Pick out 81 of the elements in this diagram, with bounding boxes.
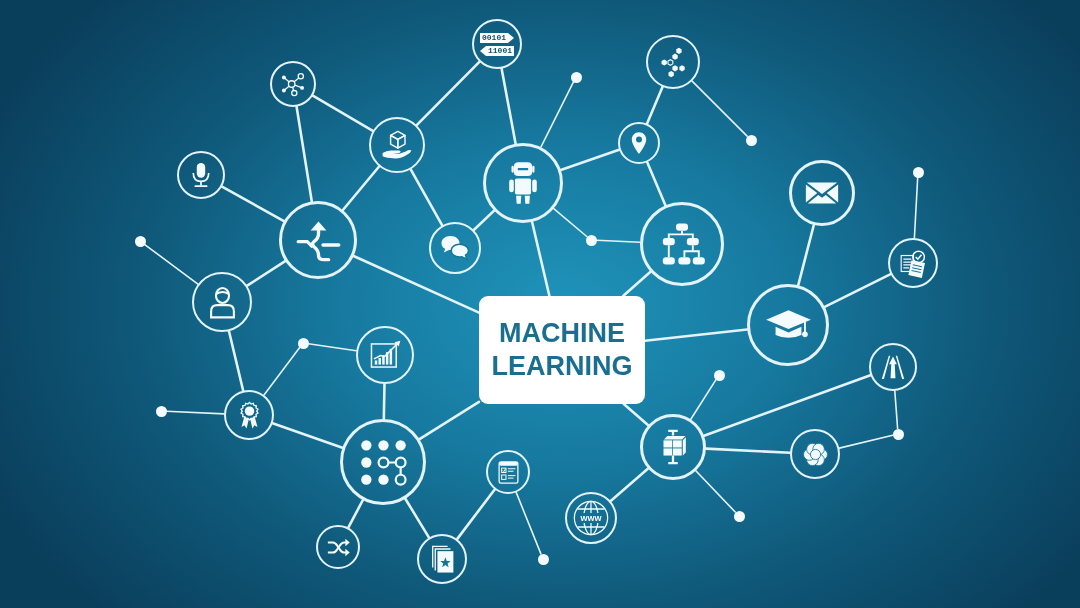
connector-line [645, 85, 664, 125]
web-address-label: www [579, 513, 603, 523]
icon-circle [356, 326, 414, 384]
connector-line [263, 346, 301, 396]
hub-title: MACHINE LEARNING [490, 317, 634, 383]
connector-line [418, 400, 481, 441]
node-dot [585, 234, 597, 246]
icon-circle [369, 117, 425, 173]
connector-line [472, 209, 496, 232]
connector-line [695, 470, 736, 513]
hub-box [479, 296, 645, 404]
icon-circle [486, 450, 530, 494]
node-dot [570, 71, 582, 83]
icon-circle [472, 19, 522, 69]
connector-line [691, 80, 748, 137]
node-dot [745, 134, 757, 146]
connector-line [796, 223, 816, 287]
connector-line [643, 328, 749, 343]
icon-circle [640, 202, 724, 286]
connector-line [530, 220, 551, 298]
connector-line [271, 422, 344, 450]
connector-line [165, 410, 225, 415]
node-dot [713, 369, 725, 381]
icon-circle [747, 284, 829, 366]
connector-line [690, 378, 717, 420]
connector-line [622, 402, 650, 427]
connector-line [143, 243, 199, 285]
icon-circle [270, 61, 316, 107]
connector-line [227, 329, 245, 392]
icon-circle [483, 143, 563, 223]
connector-line [823, 272, 892, 309]
icon-circle [316, 525, 360, 569]
connector-line [347, 498, 365, 529]
connector-line [838, 434, 894, 449]
icon-circle [640, 414, 706, 480]
connector-line [409, 168, 444, 227]
node-dot [155, 405, 167, 417]
icon-circle [618, 122, 660, 164]
icon-circle [789, 160, 855, 226]
icon-circle [565, 492, 617, 544]
connector-line [645, 161, 667, 207]
icon-circle [429, 222, 481, 274]
connector-line [404, 497, 431, 539]
icon-circle [177, 151, 225, 199]
icon-circle [646, 35, 700, 89]
icon-circle [790, 429, 840, 479]
connector-line [220, 185, 286, 223]
connector-line [595, 239, 641, 243]
node-dot [912, 166, 924, 178]
icon-circle [224, 390, 274, 440]
icon-circle [340, 419, 426, 505]
icon-circle [888, 238, 938, 288]
node-dot [733, 510, 745, 522]
connector-line [702, 373, 872, 437]
icon-circle [192, 272, 252, 332]
connector-line [552, 207, 588, 238]
connector-line [295, 105, 314, 203]
connector-line [307, 343, 358, 352]
connector-line [540, 81, 575, 148]
node-dot [537, 553, 549, 565]
connector-line [415, 60, 481, 127]
connector-line [382, 382, 386, 421]
icon-circle [417, 534, 467, 584]
connector-line [913, 176, 919, 239]
connector-line [621, 270, 652, 298]
connector-line [515, 491, 542, 555]
node-dot [892, 428, 904, 440]
connector-line [352, 254, 481, 314]
node-dot [297, 337, 309, 349]
connector-line [704, 447, 792, 455]
icon-circle [279, 201, 357, 279]
connector-line [311, 94, 375, 133]
connector-line [341, 165, 381, 212]
icon-circle [869, 343, 917, 391]
connector-line [455, 488, 496, 541]
node-dot [134, 235, 146, 247]
connector-line [245, 259, 287, 287]
connector-line [894, 390, 899, 430]
connector-line [609, 467, 650, 503]
connector-line [559, 148, 621, 172]
connector-line [500, 67, 517, 145]
